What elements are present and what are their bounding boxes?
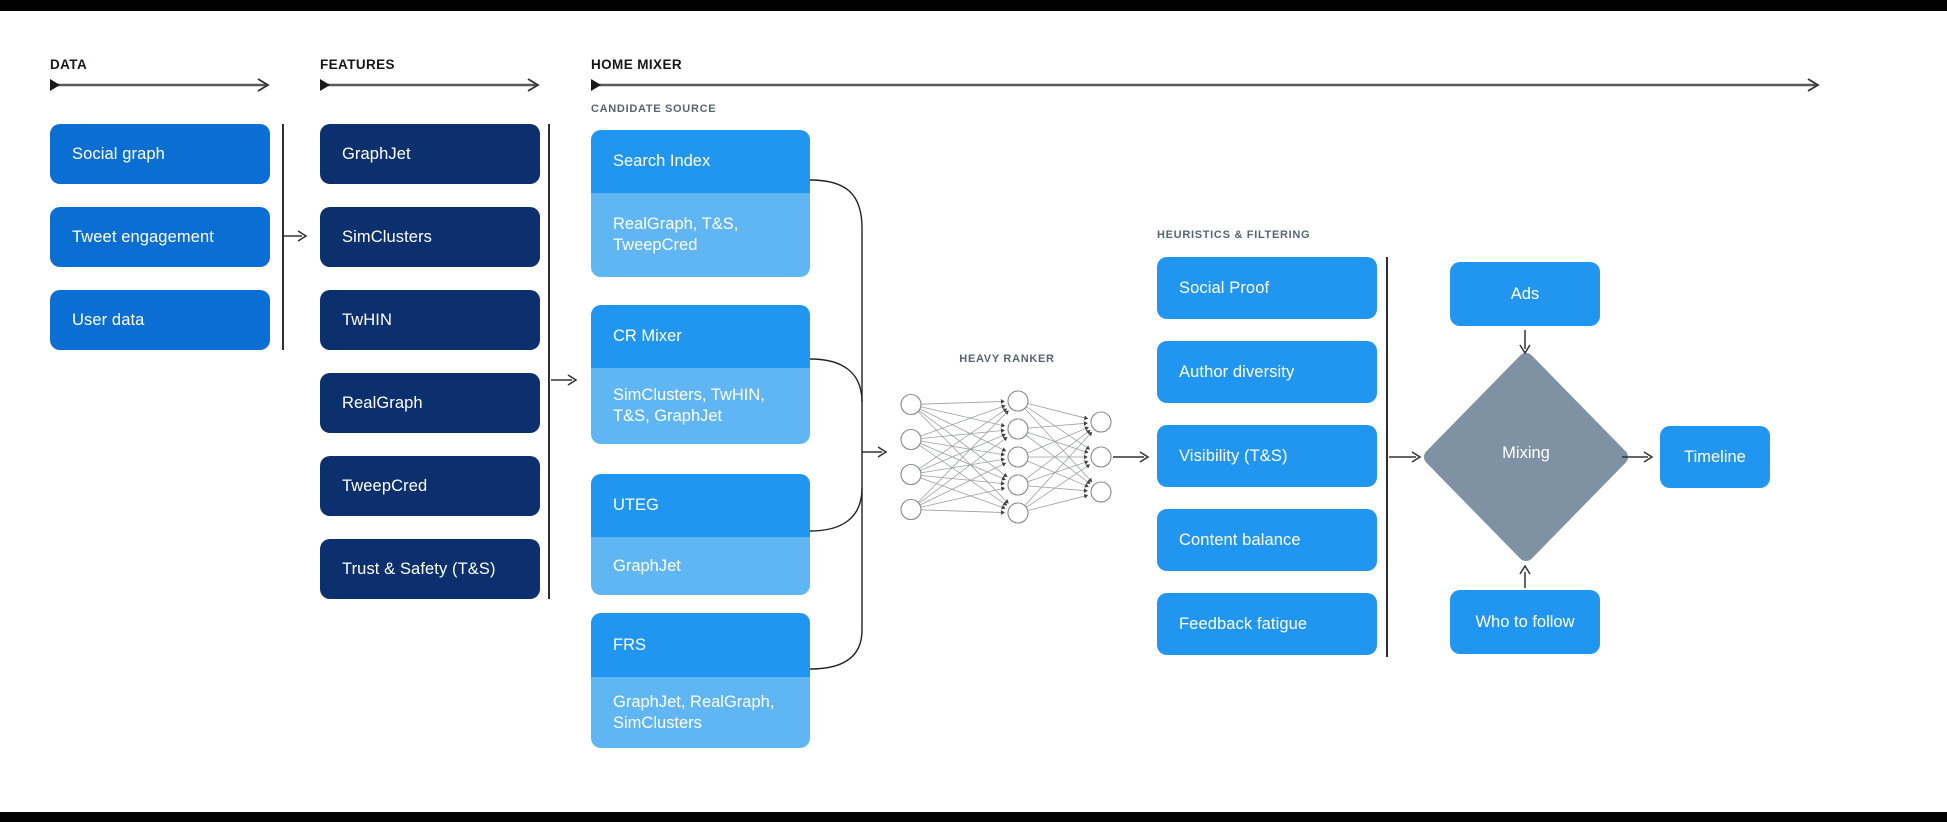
mixing-diamond-label: Mixing <box>1502 444 1550 462</box>
node-label: Trust & Safety (T&S) <box>342 559 496 578</box>
network-node <box>1007 390 1029 412</box>
node-tweepcred: TweepCred <box>320 456 540 516</box>
node-label: RealGraph <box>342 393 423 412</box>
node-label: Timeline <box>1684 447 1746 466</box>
candidate-collector <box>809 179 863 670</box>
bottom-black-bar <box>0 812 1947 822</box>
label-candidate-source: CANDIDATE SOURCE <box>591 103 717 115</box>
candidate-uses: RealGraph, T&S, TweepCred <box>591 193 810 277</box>
node-sublabel: GraphJet <box>613 556 681 575</box>
label-heavy-ranker: HEAVY RANKER <box>959 353 1055 365</box>
candidate-name: CR Mixer <box>591 305 810 368</box>
data-header-arrow <box>50 78 270 92</box>
network-node <box>1007 418 1029 440</box>
node-author-diversity: Author diversity <box>1157 341 1377 403</box>
candidate-name: UTEG <box>591 474 810 537</box>
arrow-ranker-to-heuristics <box>1113 451 1150 463</box>
node-feedback-fatigue: Feedback fatigue <box>1157 593 1377 655</box>
network-node <box>900 393 922 416</box>
candidate-uteg: UTEG GraphJet <box>591 474 810 595</box>
node-realgraph: RealGraph <box>320 373 540 433</box>
header-features: FEATURES <box>320 57 395 72</box>
network-node <box>1090 446 1112 468</box>
node-twhin: TwHIN <box>320 290 540 350</box>
header-data: DATA <box>50 57 88 72</box>
arrow-heuristics-to-mixing <box>1389 451 1422 463</box>
node-label: GraphJet <box>342 144 411 163</box>
network-node <box>900 428 922 451</box>
network-node <box>1090 411 1112 433</box>
node-label: TweepCred <box>342 476 428 495</box>
network-node <box>1007 446 1029 468</box>
node-user-data: User data <box>50 290 270 350</box>
node-who-to-follow: Who to follow <box>1450 590 1600 654</box>
arrow-features-to-candidates <box>551 374 578 386</box>
node-label: CR Mixer <box>613 327 682 345</box>
candidate-frs: FRS GraphJet, RealGraph, SimClusters <box>591 613 810 748</box>
node-label: Search Index <box>613 152 711 170</box>
features-header-arrow <box>320 78 540 92</box>
node-label: UTEG <box>613 496 659 514</box>
candidate-name: FRS <box>591 613 810 677</box>
node-label: User data <box>72 310 145 329</box>
node-social-graph: Social graph <box>50 124 270 184</box>
node-sublabel: RealGraph, T&S, TweepCred <box>613 215 739 254</box>
candidate-cr-mixer: CR Mixer SimClusters, TwHIN, T&S, GraphJ… <box>591 305 810 444</box>
mixing-diamond <box>1424 353 1628 561</box>
home-mixer-header-arrow <box>591 78 1820 92</box>
node-content-balance: Content balance <box>1157 509 1377 571</box>
arrow-whotofollow-to-mixing <box>1519 564 1531 588</box>
heavy-ranker-network <box>900 390 1112 524</box>
node-trust-safety: Trust & Safety (T&S) <box>320 539 540 599</box>
network-node <box>900 498 922 521</box>
node-label: Author diversity <box>1179 362 1295 381</box>
node-label: SimClusters <box>342 227 433 246</box>
arrow-candidates-to-ranker <box>862 446 888 458</box>
arrow-ads-to-mixing <box>1519 330 1531 355</box>
header-home-mixer: HOME MIXER <box>591 57 683 72</box>
top-black-bar <box>0 0 1947 11</box>
network-node <box>900 463 922 486</box>
candidate-uses: GraphJet <box>591 537 810 595</box>
arrow-data-to-features <box>284 230 308 242</box>
node-sublabel: SimClusters, TwHIN, T&S, GraphJet <box>613 386 765 425</box>
node-label: Ads <box>1510 284 1540 303</box>
network-node <box>1090 481 1112 503</box>
candidate-search-index: Search Index RealGraph, T&S, TweepCred <box>591 130 810 277</box>
candidate-name: Search Index <box>591 130 810 193</box>
node-visibility: Visibility (T&S) <box>1157 425 1377 487</box>
candidate-uses: GraphJet, RealGraph, SimClusters <box>591 677 810 748</box>
node-label: Who to follow <box>1475 612 1575 631</box>
node-label: Social graph <box>72 144 165 163</box>
network-node <box>1007 474 1029 496</box>
node-label: Social Proof <box>1179 278 1270 297</box>
node-label: Visibility (T&S) <box>1179 446 1288 465</box>
node-label: Tweet engagement <box>72 227 214 246</box>
arrow-mixing-to-timeline <box>1622 451 1654 463</box>
node-ads: Ads <box>1450 262 1600 326</box>
label-heuristics-filtering: HEURISTICS & FILTERING <box>1157 229 1311 241</box>
node-tweet-engagement: Tweet engagement <box>50 207 270 267</box>
node-label: TwHIN <box>342 310 392 329</box>
node-graphjet: GraphJet <box>320 124 540 184</box>
node-sublabel: GraphJet, RealGraph, SimClusters <box>613 692 775 732</box>
candidate-uses: SimClusters, TwHIN, T&S, GraphJet <box>591 368 810 444</box>
node-social-proof: Social Proof <box>1157 257 1377 319</box>
node-label: Feedback fatigue <box>1179 614 1308 633</box>
node-label: Content balance <box>1179 530 1301 549</box>
node-simclusters: SimClusters <box>320 207 540 267</box>
node-timeline: Timeline <box>1660 426 1770 488</box>
network-node <box>1007 502 1029 524</box>
node-label: FRS <box>613 635 646 654</box>
